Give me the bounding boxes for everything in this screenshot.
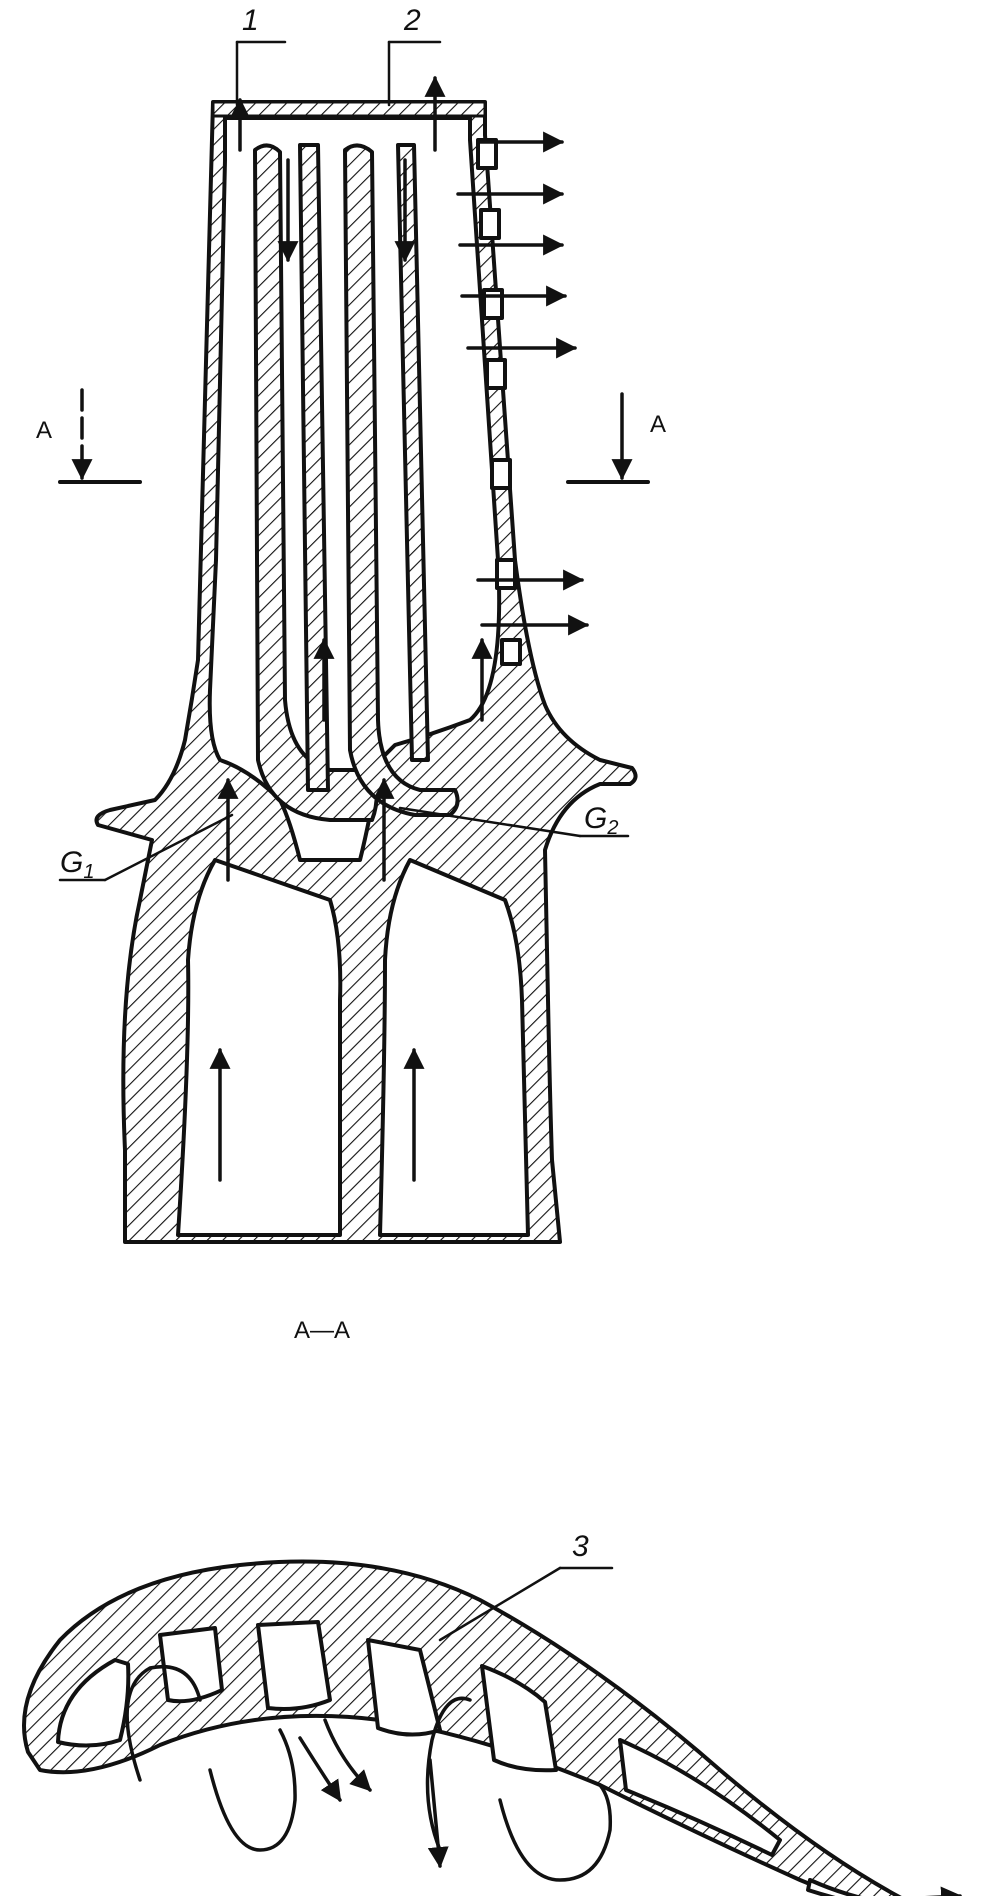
trailing-edge-slots (476, 138, 522, 666)
partition-wall-4 (396, 143, 430, 762)
callout-2: 2 (387, 4, 442, 107)
callout-2-label: 2 (403, 4, 421, 37)
g2-leader: G2 (398, 802, 630, 839)
airfoil-cross-section (22, 1559, 963, 1901)
blade-longitudinal-section (94, 75, 638, 1244)
callout-1: 1 (235, 4, 287, 107)
section-left-label: A (36, 417, 52, 444)
section-right-label: A (650, 411, 666, 438)
root-passage-left (176, 858, 343, 1237)
root-passage-right (378, 858, 530, 1237)
trailing-edge-outflow-arrows (456, 131, 590, 636)
section-title: A—A (294, 1317, 350, 1344)
callout-3: 3 (438, 1530, 614, 1642)
tip-cap (211, 100, 487, 118)
callout-1-label: 1 (242, 4, 259, 37)
section-marker-left: A (36, 388, 142, 484)
section-marker-right: A (566, 392, 666, 484)
g1-label: G1 (60, 846, 94, 883)
g2-label: G2 (584, 802, 618, 839)
g1-leader: G1 (58, 813, 234, 883)
callout-3-label: 3 (572, 1530, 589, 1563)
internal-flow-arrows (209, 75, 493, 1182)
partition-wall-3 (298, 143, 330, 792)
airfoil-cooling-channels (56, 1620, 886, 1901)
